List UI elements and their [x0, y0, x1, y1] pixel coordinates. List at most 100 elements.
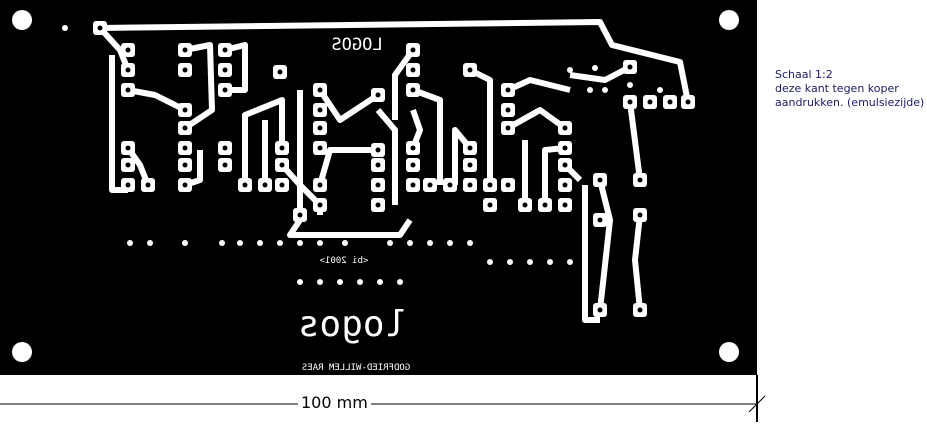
via-dot	[357, 279, 363, 285]
pad-hole	[375, 202, 381, 208]
via-dot	[297, 240, 303, 246]
pad-hole	[562, 202, 568, 208]
via-dot	[397, 279, 403, 285]
via-dot	[487, 259, 493, 265]
pad-hole	[279, 162, 285, 168]
pad-hole	[182, 67, 188, 73]
pad-hole	[375, 162, 381, 168]
pad-hole	[627, 64, 633, 70]
copper-trace	[99, 19, 691, 103]
pad-hole	[410, 87, 416, 93]
via-dot	[657, 87, 663, 93]
pad-hole	[317, 182, 323, 188]
pad-hole	[182, 107, 188, 113]
pad-hole	[542, 202, 548, 208]
via-dot	[447, 240, 453, 246]
pad-hole	[410, 162, 416, 168]
via-dot	[182, 240, 188, 246]
pad-hole	[277, 69, 283, 75]
dimension-label: 100 mm	[298, 393, 371, 412]
via-dot	[407, 240, 413, 246]
via-dot	[467, 240, 473, 246]
via-dot	[567, 259, 573, 265]
via-dot	[297, 279, 303, 285]
pad-hole	[222, 145, 228, 151]
pad-hole	[279, 145, 285, 151]
scale-note: Schaal 1:2 deze kant tegen koper aandruk…	[775, 68, 924, 110]
pad-hole	[222, 67, 228, 73]
pad-hole	[297, 212, 303, 218]
top-logo-text: LOGOS	[331, 35, 382, 55]
copper-trace	[411, 87, 443, 185]
via-dot	[507, 259, 513, 265]
pad-hole	[562, 182, 568, 188]
logo-text: logos	[298, 304, 406, 345]
pad-hole	[222, 162, 228, 168]
pad-hole	[279, 182, 285, 188]
mounting-hole	[12, 342, 32, 362]
copper-traces	[97, 19, 691, 323]
pad-hole	[375, 182, 381, 188]
pad-hole	[125, 182, 131, 188]
copper-trace	[392, 48, 416, 120]
via-dot	[257, 240, 263, 246]
pad-hole	[182, 162, 188, 168]
pad-hole	[317, 202, 323, 208]
pad-hole	[637, 177, 643, 183]
pad-hole	[410, 145, 416, 151]
dimension-arrow	[748, 395, 766, 413]
copper-trace	[183, 42, 215, 131]
pad-hole	[375, 147, 381, 153]
pad-hole	[182, 47, 188, 53]
copper-trace	[317, 147, 378, 186]
via-dot	[317, 279, 323, 285]
pad-hole	[317, 125, 323, 131]
via-dot	[219, 240, 225, 246]
pad-hole	[97, 25, 103, 31]
via-dot	[342, 240, 348, 246]
mounting-hole	[719, 342, 739, 362]
scale-text: Schaal 1:2	[775, 68, 833, 81]
pad-hole	[467, 182, 473, 188]
pad-hole	[222, 47, 228, 53]
copper-trace	[597, 179, 613, 311]
pad-hole	[505, 182, 511, 188]
via-dot	[277, 240, 283, 246]
pad-hole	[125, 145, 131, 151]
pad-hole	[637, 307, 643, 313]
pad-hole	[627, 99, 633, 105]
pad-hole	[467, 145, 473, 151]
author-text: GODFRIED-WILLEM RAES	[302, 363, 410, 373]
pad-hole	[125, 47, 131, 53]
pad-hole	[562, 145, 568, 151]
pad-hole	[597, 217, 603, 223]
pad-hole	[242, 182, 248, 188]
pad-hole	[182, 125, 188, 131]
pad-hole	[317, 107, 323, 113]
pad-hole	[182, 182, 188, 188]
copper-trace	[506, 107, 567, 131]
mounting-hole	[12, 10, 32, 30]
via-dot	[547, 259, 553, 265]
via-dot	[127, 240, 133, 246]
via-dot	[567, 67, 573, 73]
pad-hole	[447, 182, 453, 188]
mounting-holes	[12, 10, 739, 362]
pad-hole	[597, 307, 603, 313]
copper-trace	[224, 42, 248, 93]
note-line-3: aandrukken. (emulsiezijde)	[775, 96, 925, 109]
pad-hole	[505, 87, 511, 93]
pad-hole	[667, 99, 673, 105]
pad-hole	[597, 177, 603, 183]
copper-trace	[569, 64, 632, 83]
pad-hole	[145, 182, 151, 188]
via-dot	[427, 240, 433, 246]
via-dot	[62, 25, 68, 31]
via-dot	[387, 240, 393, 246]
copper-trace	[317, 88, 380, 123]
pad-hole	[562, 162, 568, 168]
via-dot	[602, 87, 608, 93]
pad-hole	[505, 125, 511, 131]
pad-hole	[125, 87, 131, 93]
